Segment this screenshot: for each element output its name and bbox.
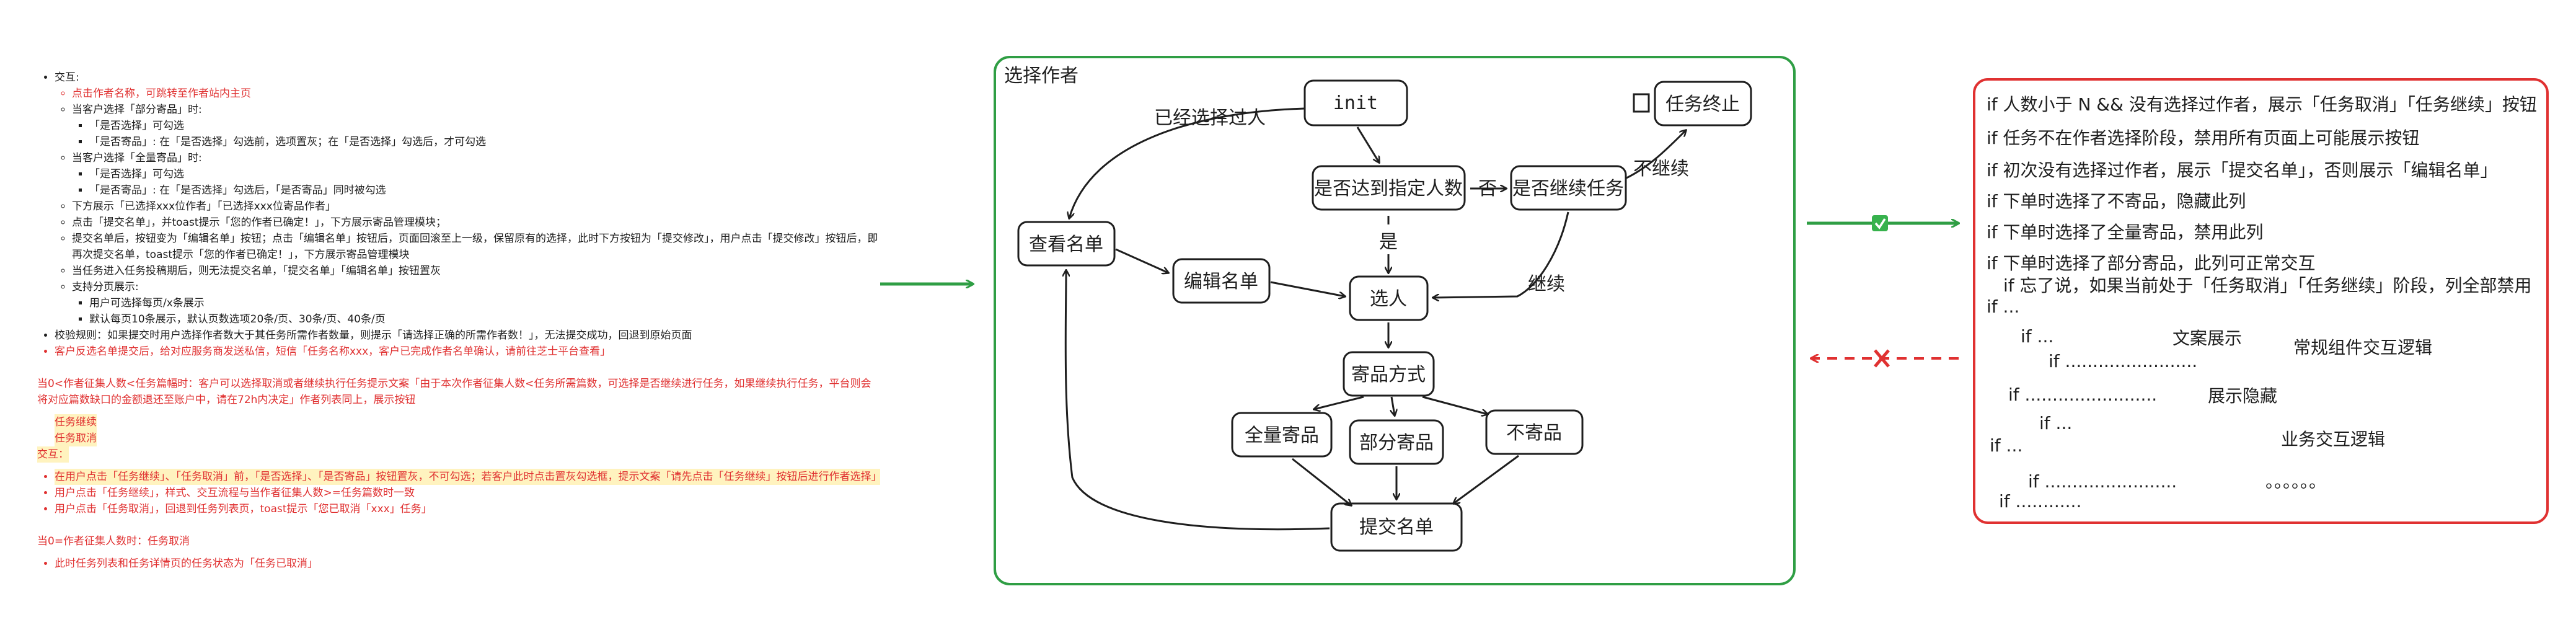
spec-interaction2: 交互： xyxy=(37,446,69,463)
node-edit-list: 编辑名单 xyxy=(1172,258,1271,304)
node-continue-task: 是否继续任务 xyxy=(1510,165,1627,211)
node-no-mail: 不寄品 xyxy=(1485,409,1584,455)
spec-item: 点击作者名称，可跳转至作者站内主页 xyxy=(72,86,880,102)
spec-item3: 此时任务列表和任务详情页的任务状态为「任务已取消」 xyxy=(55,556,880,572)
svg-text:是否继续任务: 是否继续任务 xyxy=(1512,178,1624,200)
node-reached-count: 是否达到指定人数 xyxy=(1312,165,1466,211)
flow-frame xyxy=(994,56,1796,585)
check-icon xyxy=(1872,215,1888,231)
rule-line: if ........................ xyxy=(2049,351,2197,371)
rule-line: if ... xyxy=(2039,413,2072,433)
rule-line: if ... xyxy=(1987,296,2019,317)
rule-line: if 下单时选择了全量寄品，禁用此列 xyxy=(1987,222,2264,242)
rule-line: if ........................ xyxy=(2008,384,2157,405)
rule-line: if ... xyxy=(1990,435,2022,456)
spec-item: 「是否寄品」: 在「是否选择」勾选后，「是否寄品」同时被勾选 xyxy=(89,182,880,198)
rule-line: if 任务不在作者选择阶段，禁用所有页面上可能展示按钮 xyxy=(1987,128,2420,148)
label-copy-display: 文案展示 xyxy=(2172,328,2242,348)
svg-text:任务终止: 任务终止 xyxy=(1665,94,1740,115)
svg-text:全量寄品: 全量寄品 xyxy=(1245,425,1319,446)
rule-line: if ............ xyxy=(1999,491,2081,512)
svg-text:提交名单: 提交名单 xyxy=(1359,517,1434,538)
svg-text:部分寄品: 部分寄品 xyxy=(1359,432,1434,454)
rule-line: if 下单时选择了不寄品，隐藏此列 xyxy=(1987,191,2246,211)
task-continue-button-label: 任务继续 xyxy=(55,414,97,430)
task-cancel-button-label: 任务取消 xyxy=(55,430,97,446)
spec-item2: 在用户点击「任务继续」、「任务取消」前，「是否选择」、「是否寄品」按钮置灰，不可… xyxy=(55,469,882,485)
svg-text:寄品方式: 寄品方式 xyxy=(1351,364,1426,386)
spec-item: 点击「提交名单」，并toast提示「您的作者已确定！」，下方展示寄品管理模块； xyxy=(72,215,880,231)
cross-icon xyxy=(1874,349,1890,368)
spec-item: 校验规则：如果提交时用户选择作者数大于其任务所需作者数量，则提示「请选择正确的所… xyxy=(55,327,880,344)
rules-frame xyxy=(1973,78,2549,524)
spec-paragraph: 当0<作者征集人数<任务篇幅时：客户可以选择取消或者继续执行任务提示文案「由于本… xyxy=(37,378,871,406)
node-select: 选人 xyxy=(1349,275,1429,321)
spec-item: 当客户选择「部分寄品」时: xyxy=(72,102,880,118)
spec-item: 用户可选择每页/x条展示 xyxy=(89,295,880,311)
label-show-hide: 展示隐藏 xyxy=(2208,386,2277,406)
rule-line: if 下单时选择了部分寄品，此列可正常交互 xyxy=(1987,253,2316,273)
checkbox-icon xyxy=(1633,93,1650,113)
label-biz-logic: 业务交互逻辑 xyxy=(2281,429,2385,450)
svg-text:查看名单: 查看名单 xyxy=(1029,234,1103,255)
spec-item: 客户反选名单提交后，给对应服务商发送私信，短信「任务名称xxx，客户已完成作者名… xyxy=(55,344,880,360)
spec-paragraph2: 当0=作者征集人数时：任务取消 xyxy=(37,535,190,548)
spec-item: 「是否选择」可勾选 xyxy=(89,166,880,182)
svg-text:选人: 选人 xyxy=(1370,288,1407,310)
spec-item: 当任务进入任务投稿期后，则无法提交名单，「提交名单」「编辑名单」按钮置灰 xyxy=(72,263,880,279)
spec-item: 支持分页展示: xyxy=(72,279,880,295)
spec-item: 下方展示「已选择xxx位作者」「已选择xxx位寄品作者」 xyxy=(72,198,880,215)
spec-interaction-label: 交互: xyxy=(55,69,880,86)
spec-item: 当客户选择「全量寄品」时: xyxy=(72,150,880,166)
svg-text:不寄品: 不寄品 xyxy=(1506,422,1562,444)
svg-text:编辑名单: 编辑名单 xyxy=(1184,271,1258,293)
label-yes: 是 xyxy=(1379,231,1398,253)
rules-list: if 人数小于 N && 没有选择过作者，展示「任务取消」「任务继续」按钮 if… xyxy=(1987,94,2537,512)
node-task-end: 任务终止 xyxy=(1654,81,1752,126)
node-init: init xyxy=(1303,79,1408,126)
node-part-mail: 部分寄品 xyxy=(1349,419,1444,465)
rule-line: if ... xyxy=(2021,326,2053,347)
spec-item: 「是否寄品」: 在「是否选择」勾选前，选项置灰；在「是否选择」勾选后，才可勾选 xyxy=(89,134,880,150)
rule-line: if 忘了说，如果当前处于「任务取消」「任务继续」阶段，列全部禁用 xyxy=(2003,275,2532,296)
spec-item2: 用户点击「任务取消」，回退到任务列表页，toast提示「您已取消「xxx」任务」 xyxy=(55,501,880,517)
spec-item2: 用户点击「任务继续」，样式、交互流程与当作者征集人数>=任务篇数时一致 xyxy=(55,485,880,501)
rule-line: if 初次没有选择过作者，展示「提交名单」，否则展示「编辑名单」 xyxy=(1987,160,2498,180)
spec-item: 默认每页10条展示，默认页数选项20条/页、30条/页、40条/页 xyxy=(89,311,880,327)
svg-text:是否达到指定人数: 是否达到指定人数 xyxy=(1314,178,1463,200)
rule-line: if 人数小于 N && 没有选择过作者，展示「任务取消」「任务继续」按钮 xyxy=(1987,94,2537,115)
rule-line: if ........................ xyxy=(2028,471,2177,492)
label-ellipsis: 。。。。。。 xyxy=(2265,471,2326,492)
svg-text:init: init xyxy=(1333,92,1378,114)
node-view-list: 查看名单 xyxy=(1017,221,1116,267)
flow-edges xyxy=(1065,107,1686,531)
label-already-selected: 已经选择过人 xyxy=(1154,107,1266,129)
spec-item: 「是否选择」可勾选 xyxy=(89,118,880,134)
node-all-mail: 全量寄品 xyxy=(1231,412,1333,458)
flow-frame-title: 选择作者 xyxy=(1004,65,1078,87)
label-common-logic: 常规组件交互逻辑 xyxy=(2293,337,2432,358)
node-submit-list: 提交名单 xyxy=(1330,502,1463,552)
spec-item: 提交名单后，按钮变为「编辑名单」按钮；点击「编辑名单」按钮后，页面回滚至上一级，… xyxy=(72,231,880,263)
node-mail-method: 寄品方式 xyxy=(1343,351,1435,397)
spec-document: 交互: 点击作者名称，可跳转至作者站内主页 当客户选择「部分寄品」时: 「是否选… xyxy=(37,69,882,584)
